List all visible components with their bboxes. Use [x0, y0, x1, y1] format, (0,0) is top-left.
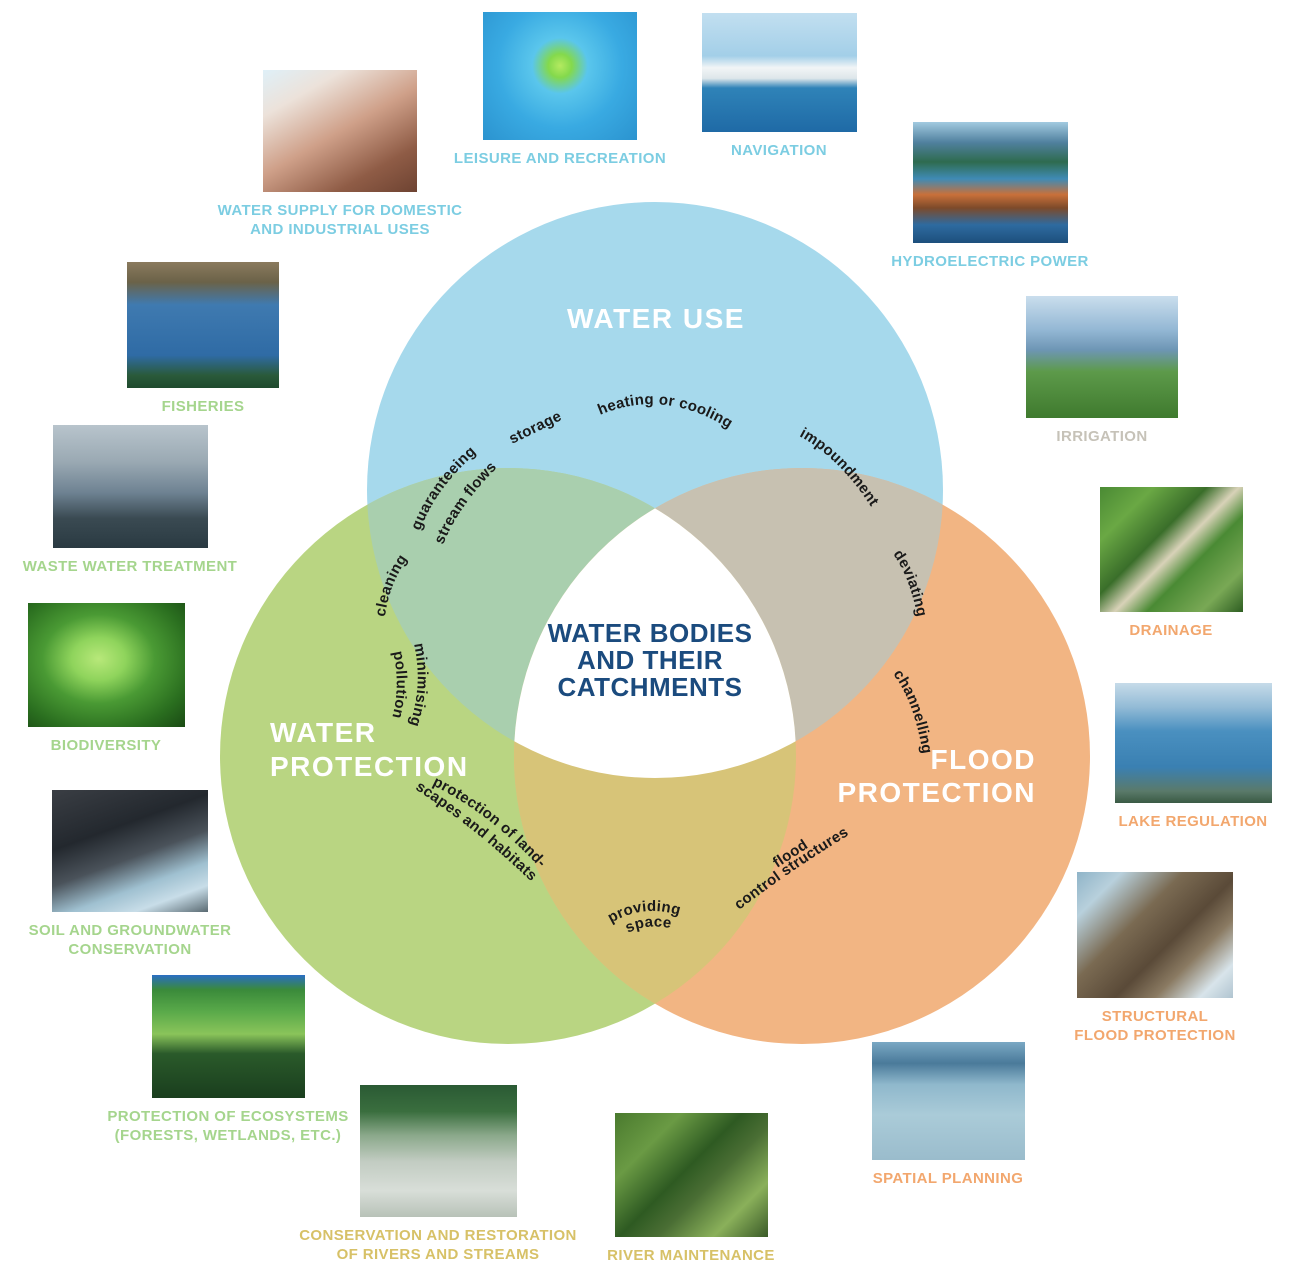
- title-water-use: WATER USE: [567, 303, 745, 334]
- item-leisure: LEISURE AND RECREATION: [420, 12, 700, 168]
- photo-lake-regulation: [1114, 683, 1272, 803]
- activity-minimising-pollution-line2: pollution: [388, 649, 409, 720]
- center-region: [514, 468, 796, 778]
- item-water-supply: WATER SUPPLY FOR DOMESTIC AND INDUSTRIAL…: [200, 70, 480, 239]
- photo-biodiversity: [27, 603, 185, 727]
- item-lake-regulation: LAKE REGULATION: [1053, 683, 1300, 831]
- photo-fisheries: [127, 262, 279, 388]
- title-flood-protection-line2: PROTECTION: [837, 777, 1036, 808]
- photo-water-supply: [263, 70, 417, 192]
- item-waste-water: WASTE WATER TREATMENT: [0, 425, 270, 576]
- center-label-line3: CATCHMENTS: [557, 672, 742, 702]
- item-irrigation: IRRIGATION: [962, 296, 1242, 446]
- caption-biodiversity: BIODIVERSITY: [51, 736, 162, 755]
- item-structural-flood: STRUCTURAL FLOOD PROTECTION: [1015, 872, 1295, 1045]
- photo-navigation: [701, 13, 857, 132]
- photo-structural-flood: [1077, 872, 1233, 998]
- caption-drainage: DRAINAGE: [1129, 621, 1212, 640]
- item-fisheries: FISHERIES: [63, 262, 343, 416]
- photo-soil-groundwater: [52, 790, 208, 912]
- photo-ecosystems: [151, 975, 305, 1098]
- caption-line: NAVIGATION: [731, 142, 827, 159]
- photo-hydroelectric: [912, 122, 1068, 243]
- caption-hydroelectric: HYDROELECTRIC POWER: [891, 252, 1089, 271]
- caption-line: (FORESTS, WETLANDS, ETC.): [114, 1127, 342, 1144]
- caption-line: AND INDUSTRIAL USES: [250, 221, 430, 238]
- center-label-line2: AND THEIR: [577, 645, 723, 675]
- caption-line: CONSERVATION: [68, 941, 192, 958]
- caption-leisure: LEISURE AND RECREATION: [454, 149, 666, 168]
- caption-fisheries: FISHERIES: [162, 397, 245, 416]
- caption-line: DRAINAGE: [1129, 622, 1213, 639]
- item-soil-groundwater: SOIL AND GROUNDWATER CONSERVATION: [0, 790, 270, 959]
- title-water-protection-line1: WATER: [270, 717, 377, 748]
- item-conservation-rivers: CONSERVATION AND RESTORATION OF RIVERS A…: [298, 1085, 578, 1264]
- caption-line: FISHERIES: [161, 398, 245, 415]
- caption-line: LAKE REGULATION: [1118, 813, 1268, 830]
- caption-line: WATER SUPPLY FOR DOMESTIC: [217, 202, 463, 219]
- photo-waste-water: [52, 425, 208, 548]
- caption-lake-regulation: LAKE REGULATION: [1118, 812, 1267, 831]
- caption-waste-water: WASTE WATER TREATMENT: [23, 557, 238, 576]
- caption-line: WASTE WATER TREATMENT: [22, 558, 238, 575]
- item-biodiversity: BIODIVERSITY: [0, 603, 246, 755]
- item-spatial-planning: SPATIAL PLANNING: [808, 1042, 1088, 1188]
- caption-irrigation: IRRIGATION: [1056, 427, 1147, 446]
- caption-line: BIODIVERSITY: [50, 737, 162, 754]
- caption-line: CONSERVATION AND RESTORATION: [299, 1227, 577, 1244]
- caption-line: SPATIAL PLANNING: [872, 1170, 1024, 1187]
- center-label-line1: WATER BODIES: [548, 618, 753, 648]
- title-flood-protection-line1: FLOOD: [931, 744, 1037, 775]
- caption-structural-flood: STRUCTURAL FLOOD PROTECTION: [1074, 1007, 1235, 1045]
- item-navigation: NAVIGATION: [639, 13, 919, 160]
- photo-leisure: [483, 12, 637, 140]
- item-drainage: DRAINAGE: [1031, 487, 1300, 640]
- caption-soil-groundwater: SOIL AND GROUNDWATER CONSERVATION: [29, 921, 232, 959]
- caption-line: LEISURE AND RECREATION: [453, 150, 667, 167]
- caption-line: SOIL AND GROUNDWATER: [28, 922, 232, 939]
- caption-ecosystems: PROTECTION OF ECOSYSTEMS (FORESTS, WETLA…: [107, 1107, 348, 1145]
- caption-line: PROTECTION OF ECOSYSTEMS: [107, 1108, 349, 1125]
- item-river-maintenance: RIVER MAINTENANCE: [551, 1113, 831, 1265]
- caption-navigation: NAVIGATION: [731, 141, 827, 160]
- photo-irrigation: [1026, 296, 1178, 418]
- photo-drainage: [1099, 487, 1243, 612]
- caption-line: RIVER MAINTENANCE: [607, 1247, 775, 1264]
- caption-river-maintenance: RIVER MAINTENANCE: [607, 1246, 775, 1265]
- caption-spatial-planning: SPATIAL PLANNING: [873, 1169, 1024, 1188]
- photo-river-maintenance: [614, 1113, 768, 1237]
- item-hydroelectric: HYDROELECTRIC POWER: [850, 122, 1130, 271]
- photo-spatial-planning: [871, 1042, 1025, 1160]
- caption-water-supply: WATER SUPPLY FOR DOMESTIC AND INDUSTRIAL…: [218, 201, 463, 239]
- caption-line: FLOOD PROTECTION: [1074, 1027, 1236, 1044]
- caption-conservation-rivers: CONSERVATION AND RESTORATION OF RIVERS A…: [299, 1226, 577, 1264]
- caption-line: IRRIGATION: [1056, 428, 1148, 445]
- title-water-protection-line2: PROTECTION: [270, 751, 469, 782]
- caption-line: STRUCTURAL: [1101, 1008, 1209, 1025]
- caption-line: HYDROELECTRIC POWER: [891, 253, 1089, 270]
- item-ecosystems: PROTECTION OF ECOSYSTEMS (FORESTS, WETLA…: [88, 975, 368, 1145]
- caption-line: OF RIVERS AND STREAMS: [336, 1246, 540, 1263]
- photo-conservation-rivers: [359, 1085, 517, 1217]
